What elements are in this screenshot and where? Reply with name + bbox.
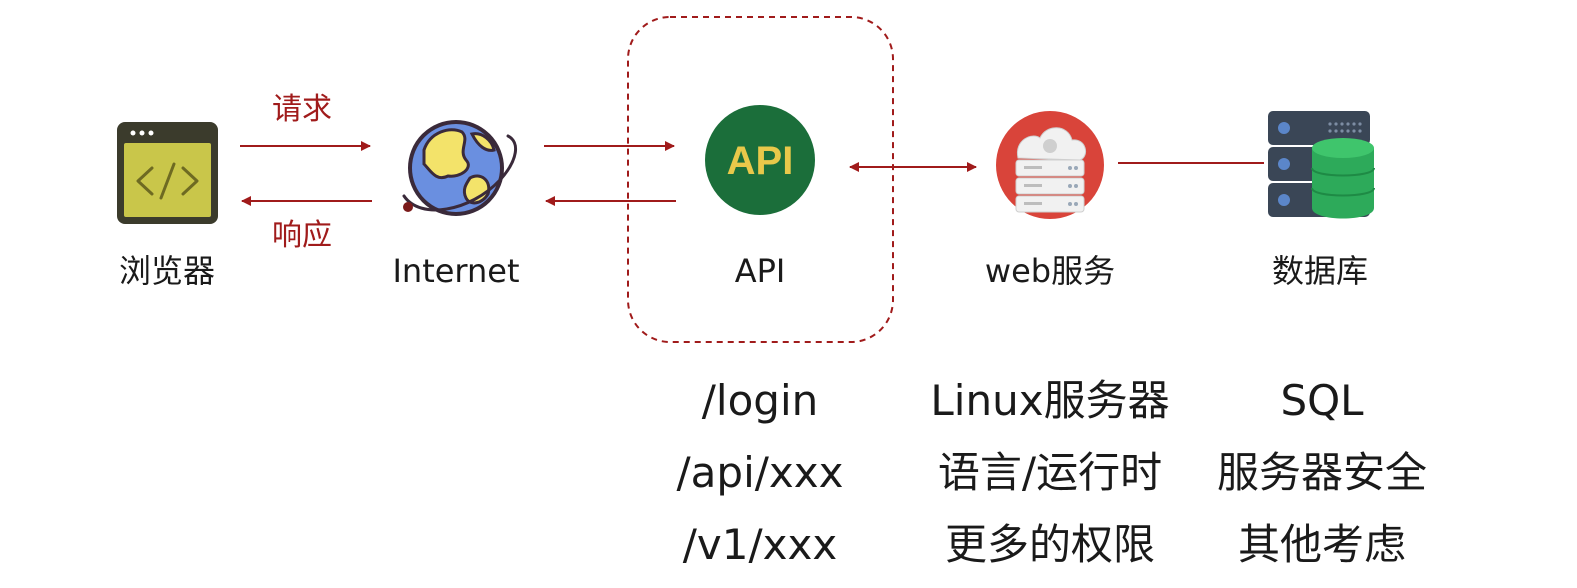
api-badge-text: API bbox=[727, 139, 794, 183]
database-label: 数据库 bbox=[1271, 252, 1368, 290]
internet-label: Internet bbox=[392, 252, 520, 290]
api-badge-icon: API bbox=[705, 105, 815, 215]
request-label: 请求 bbox=[272, 92, 332, 127]
web-service-label: web服务 bbox=[984, 252, 1116, 290]
database-details: SQL 服务器安全 其他考虑 bbox=[1162, 365, 1482, 581]
web-detail-item: Linux服务器 bbox=[930, 376, 1170, 425]
web-service-details: Linux服务器 语言/运行时 更多的权限 bbox=[890, 365, 1210, 581]
db-detail-item: 服务器安全 bbox=[1216, 448, 1427, 497]
web-detail-item: 更多的权限 bbox=[944, 520, 1155, 569]
db-detail-item: 其他考虑 bbox=[1237, 520, 1406, 569]
api-boundary-frame bbox=[627, 16, 894, 343]
browser-code-icon bbox=[117, 122, 218, 224]
api-detail-item: /login bbox=[701, 376, 819, 425]
web-detail-item: 语言/运行时 bbox=[937, 448, 1163, 497]
browser-label: 浏览器 bbox=[118, 252, 215, 290]
cloud-server-icon bbox=[996, 111, 1104, 219]
api-label: API bbox=[734, 252, 786, 290]
database-server-icon bbox=[1268, 111, 1375, 219]
response-label: 响应 bbox=[272, 218, 332, 253]
db-detail-item: SQL bbox=[1280, 376, 1364, 425]
api-details: /login /api/xxx /v1/xxx bbox=[600, 365, 920, 581]
globe-icon bbox=[402, 120, 517, 216]
api-detail-item: /v1/xxx bbox=[682, 520, 838, 569]
api-detail-item: /api/xxx bbox=[676, 448, 844, 497]
